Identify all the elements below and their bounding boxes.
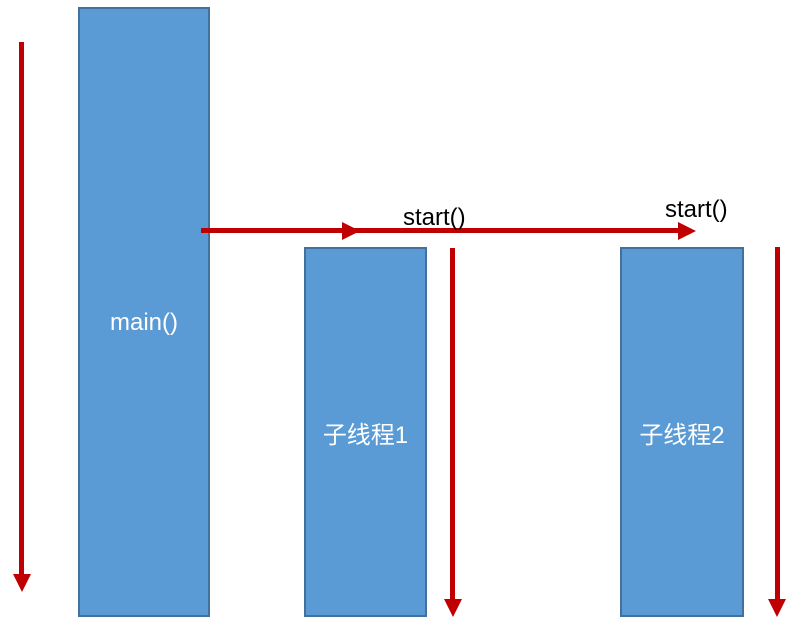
arrow-down-icon <box>444 599 462 617</box>
node-thread2: 子线程2 <box>620 247 744 617</box>
arrow-right-icon <box>678 222 696 240</box>
main-lifeline-arrow-line <box>19 42 24 574</box>
node-thread1: 子线程1 <box>304 247 427 617</box>
node-main-label: main() <box>109 309 178 336</box>
arrow-down-icon <box>768 599 786 617</box>
node-thread1-label: 子线程1 <box>322 421 409 449</box>
node-main: main() <box>78 7 210 617</box>
start-call-arrow-line <box>201 228 690 233</box>
node-thread2-label: 子线程2 <box>639 421 725 449</box>
thread1-lifeline-arrow-line <box>450 248 455 599</box>
thread2-lifeline-arrow-line <box>775 247 780 599</box>
start-call-label-1: start() <box>403 204 466 231</box>
arrow-right-icon <box>342 222 360 240</box>
start-call-label-2: start() <box>665 196 728 223</box>
arrow-down-icon <box>13 574 31 592</box>
